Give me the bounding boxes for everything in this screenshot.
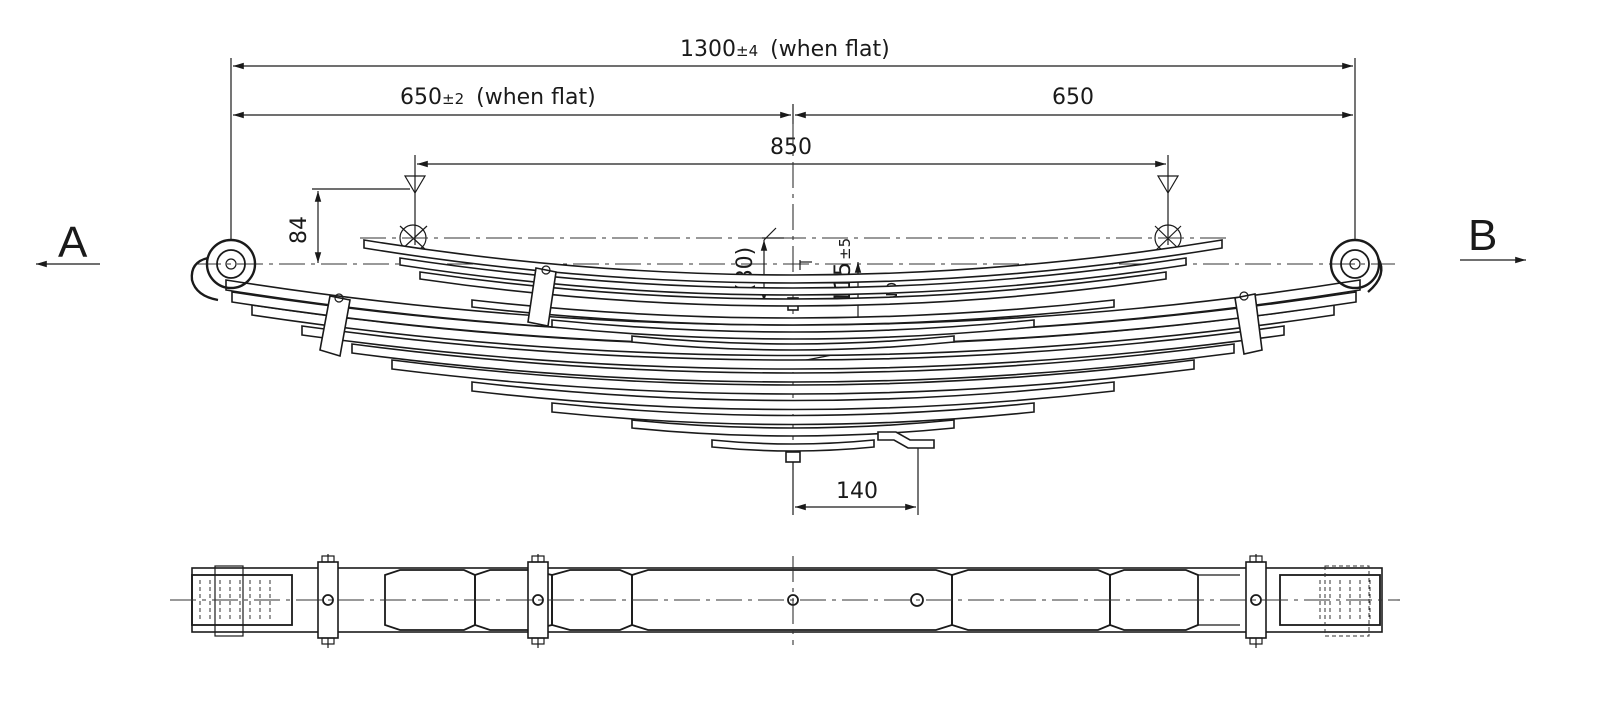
svg-text:1300±4(when flat): 1300±4 (when flat) xyxy=(680,37,890,62)
center-gap-value: (80) xyxy=(733,247,758,292)
view-arrow-a: A xyxy=(36,218,100,268)
main-leaf-pack xyxy=(190,238,1383,463)
dimension-helper-height: 84 xyxy=(287,188,410,263)
clip-offset-value: 140 xyxy=(836,479,878,504)
dimension-helper-span: 850 xyxy=(399,135,1182,252)
camber-tolerance: ±5 xyxy=(836,238,854,260)
svg-text:650±2(when flat): 650±2 (when flat) xyxy=(400,85,596,110)
dimension-half-lengths: 650±2(when flat) 650 xyxy=(233,85,1353,124)
helper-leaf-pack xyxy=(363,239,1223,351)
dimension-clip-offset: 140 xyxy=(792,448,919,515)
half-left-value: 650 xyxy=(400,85,442,110)
half-left-note: (when flat) xyxy=(476,85,596,110)
dimension-center-gap: (80) xyxy=(733,227,790,305)
overall-length-tolerance: ±4 xyxy=(736,42,758,60)
dimension-overall-length: 1300±4 (when flat) xyxy=(230,37,1356,240)
helper-height-value: 84 xyxy=(287,216,312,244)
view-arrow-b: B xyxy=(1460,211,1526,264)
view-label-b: B xyxy=(1468,211,1497,260)
view-label-a: A xyxy=(58,218,88,267)
overall-length-value: 1300 xyxy=(680,37,736,62)
overall-length-note: (when flat) xyxy=(770,37,890,62)
helper-span-value: 850 xyxy=(770,135,812,160)
half-left-tolerance: ±2 xyxy=(442,90,464,108)
plan-view xyxy=(170,554,1400,648)
half-right-value: 650 xyxy=(1052,85,1094,110)
